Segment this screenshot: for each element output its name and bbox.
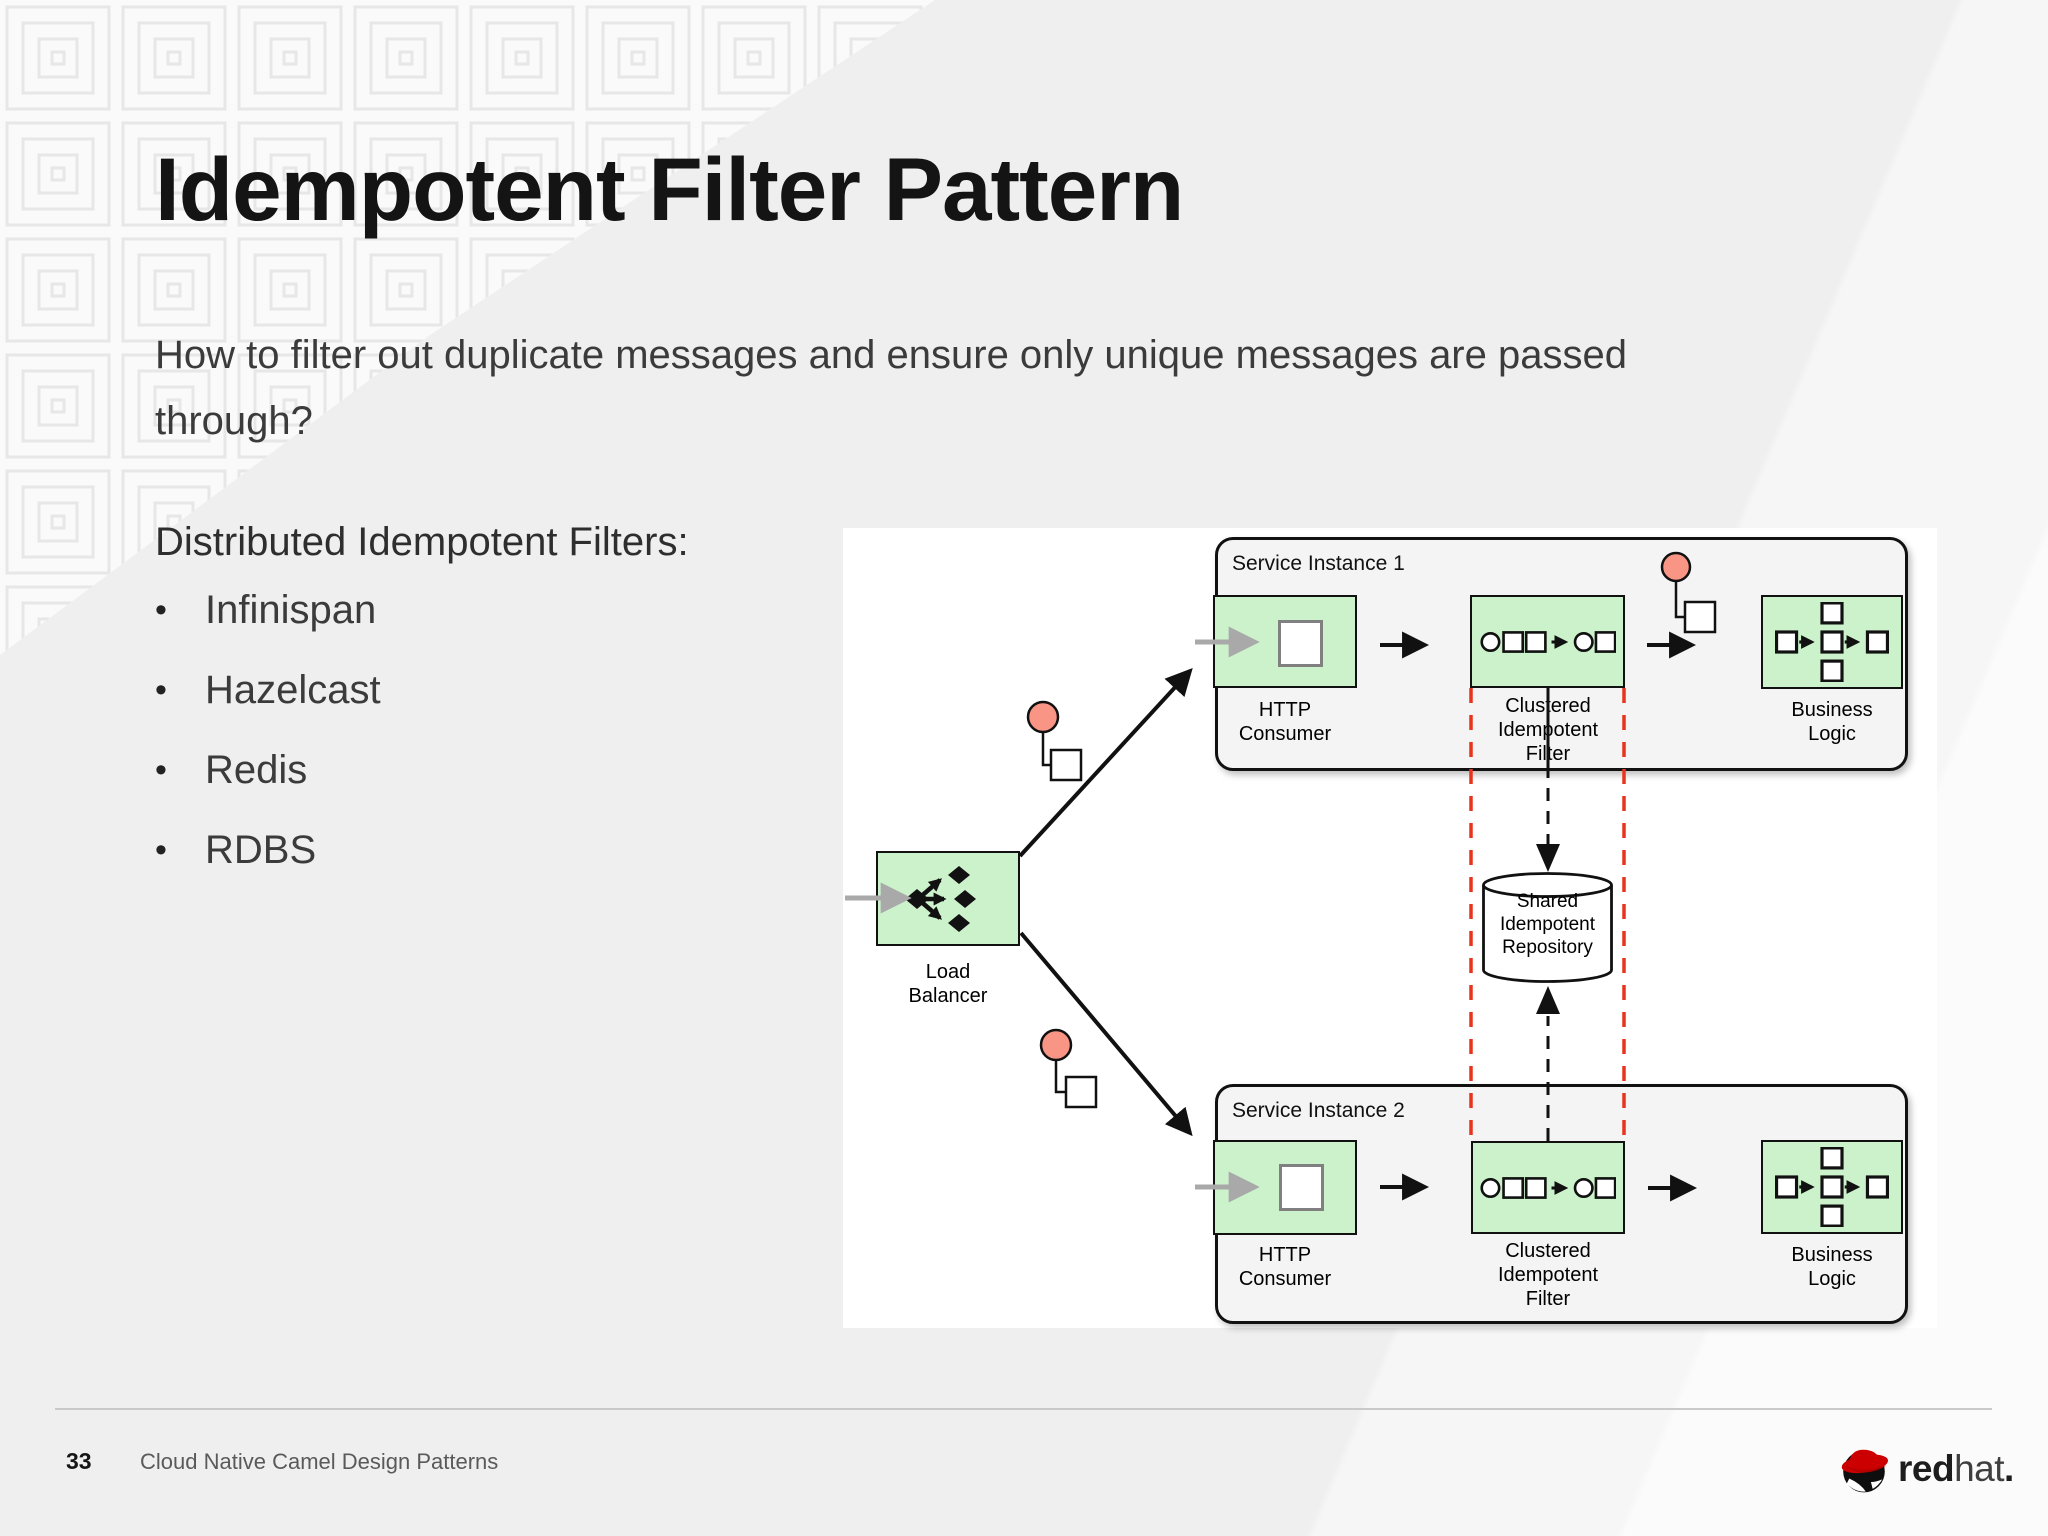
load-balancer-box [876, 851, 1020, 946]
idempotent-filter-icon [1479, 630, 1616, 653]
redhat-logo: redhat. [1838, 1441, 2014, 1497]
message-square-icon [1064, 1075, 1098, 1109]
label-line: Idempotent [1497, 1264, 1599, 1286]
label-line: Shared [1516, 891, 1579, 912]
label-line: Filter [1525, 743, 1571, 765]
logo-red-text: red [1898, 1448, 1955, 1489]
si1-business-logic-label: Business Logic [1791, 698, 1872, 746]
message-square-icon [1049, 748, 1083, 782]
load-balancer-label-line2: Balancer [908, 985, 988, 1007]
arrow-down-head-icon [1536, 844, 1560, 872]
redhat-wordmark: redhat. [1898, 1448, 2014, 1490]
label-line: HTTP [1258, 699, 1312, 721]
bullet-icon: • [155, 751, 167, 789]
logo-period: . [2004, 1448, 2014, 1489]
label-line: Business [1791, 699, 1873, 721]
si1-idempotent-filter-label: Clustered Idempotent Filter [1498, 694, 1598, 766]
label-line: HTTP [1258, 1244, 1312, 1266]
footer-divider [55, 1408, 1992, 1410]
si2-business-logic-box [1761, 1140, 1903, 1234]
list-item: • RDBS [155, 824, 381, 904]
list-item-label: Redis [205, 748, 308, 792]
si2-business-logic-label: Business Logic [1791, 1243, 1872, 1291]
logo-hat-text: hat [1954, 1448, 2005, 1489]
label-line: Logic [1808, 723, 1856, 745]
balloon-icon [1026, 700, 1060, 734]
message-balloon-lower [1039, 1028, 1098, 1109]
slide-subtitle: How to filter out duplicate messages and… [155, 333, 1627, 443]
balloon-icon [1039, 1028, 1073, 1062]
arrow-up-head-icon [1536, 986, 1560, 1014]
bullet-icon: • [155, 591, 167, 629]
label-line: Filter [1525, 1288, 1571, 1310]
list-item-label: RDBS [205, 828, 317, 872]
service-instance-1-title: Service Instance 1 [1232, 552, 1405, 575]
architecture-diagram: Service Instance 1 Service Instance 2 Lo… [843, 528, 1937, 1328]
list-item: • Infinispan [155, 584, 381, 664]
list-item: • Redis [155, 744, 381, 824]
list-item-label: Hazelcast [205, 668, 381, 712]
label-line: Business [1791, 1244, 1873, 1266]
bullet-icon: • [155, 671, 167, 709]
business-logic-icon [1775, 1147, 1889, 1227]
label-line: Idempotent [1499, 914, 1596, 935]
list-heading: Distributed Idempotent Filters: [155, 520, 689, 564]
si2-idempotent-filter-box [1471, 1141, 1625, 1234]
label-line: Idempotent [1497, 719, 1599, 741]
list-item-label: Infinispan [205, 588, 377, 632]
shared-repository-cylinder-icon [1482, 872, 1613, 983]
si2-http-consumer-message-icon [1279, 1164, 1324, 1211]
page-number: 33 [66, 1448, 92, 1474]
si1-http-consumer-label: HTTP Consumer [1239, 698, 1331, 746]
label-line: Logic [1808, 1268, 1856, 1290]
label-line: Consumer [1238, 1268, 1332, 1290]
load-balancer-icon [905, 865, 976, 932]
list-item: • Hazelcast [155, 664, 381, 744]
si1-http-consumer-message-icon [1278, 620, 1323, 667]
service-instance-2-title: Service Instance 2 [1232, 1099, 1405, 1122]
label-line: Clustered [1505, 1240, 1591, 1262]
load-balancer-label: Load Balancer [909, 960, 988, 1008]
load-balancer-label-line1: Load [925, 961, 971, 983]
si1-business-logic-box [1761, 595, 1903, 689]
si2-idempotent-filter-label: Clustered Idempotent Filter [1498, 1239, 1598, 1311]
label-line: Repository [1502, 937, 1593, 958]
bullet-icon: • [155, 831, 167, 869]
message-balloon-upper [1026, 700, 1083, 782]
si1-idempotent-filter-box [1470, 595, 1625, 688]
footer-deck-title: Cloud Native Camel Design Patterns [140, 1449, 499, 1474]
label-line: Clustered [1505, 695, 1591, 717]
shared-repository-label: Shared Idempotent Repository [1481, 890, 1614, 959]
si2-http-consumer-label: HTTP Consumer [1239, 1243, 1331, 1291]
idempotent-filter-icon [1480, 1176, 1616, 1199]
page-title: Idempotent Filter Pattern [155, 139, 1184, 239]
bullet-list: • Infinispan • Hazelcast • Redis • RDBS [155, 584, 381, 904]
redhat-shadowman-icon [1841, 1449, 1889, 1493]
business-logic-icon [1775, 602, 1889, 682]
label-line: Consumer [1238, 723, 1332, 745]
